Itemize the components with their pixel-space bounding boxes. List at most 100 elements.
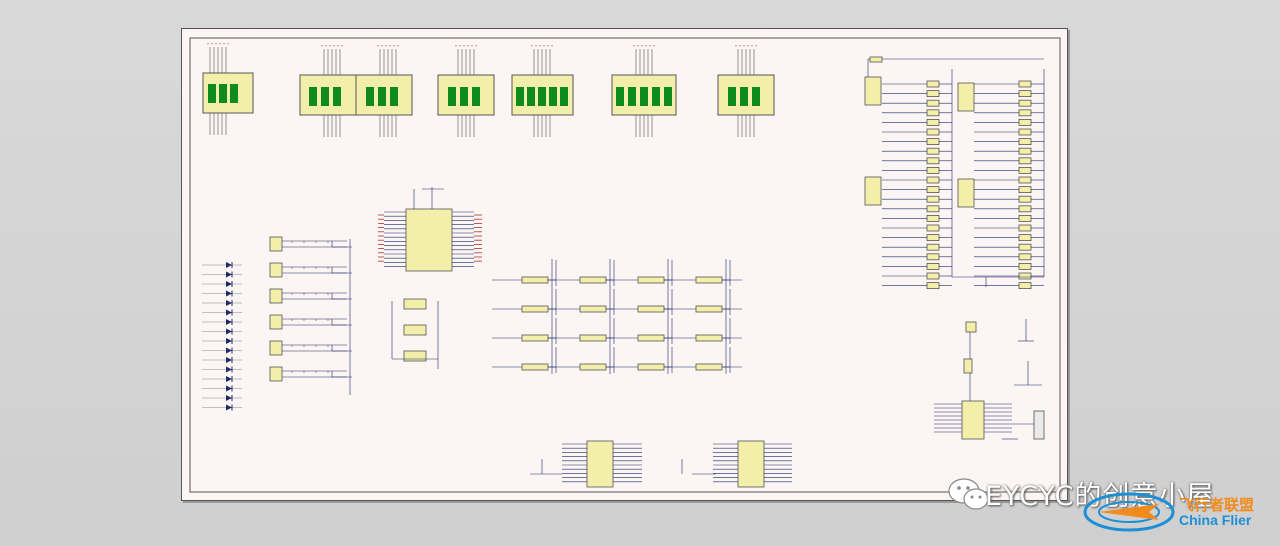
- diode-symbol: [226, 357, 232, 363]
- resistor: [926, 272, 940, 280]
- resistor: [1018, 109, 1032, 117]
- resistor: [1018, 90, 1032, 97]
- schematic-drawing: [189, 37, 1061, 493]
- diode-symbol: [226, 404, 232, 411]
- resistor: [926, 262, 940, 270]
- seven-segment-displays: [202, 72, 775, 116]
- resistor: [1018, 147, 1032, 155]
- diode-symbol: [226, 309, 232, 316]
- resistor: [1018, 224, 1032, 232]
- diode-symbol: [226, 376, 232, 382]
- display-6: [717, 74, 775, 116]
- resistor: [1018, 119, 1032, 126]
- diode-symbol: [226, 385, 232, 392]
- db9-connector: [1033, 410, 1045, 440]
- resistor: [1018, 157, 1032, 165]
- header-connector: [957, 82, 975, 112]
- diode-symbol: [226, 300, 232, 306]
- resistor: [926, 243, 940, 251]
- resistor: [1018, 243, 1032, 251]
- display-1: [202, 72, 254, 114]
- resistor: [926, 99, 940, 107]
- resistor: [926, 176, 940, 184]
- resistor: [926, 205, 940, 213]
- resistor: [1018, 99, 1032, 107]
- crystal: [403, 298, 427, 310]
- diode-symbol: [226, 347, 232, 354]
- resistor: [579, 363, 607, 371]
- watermark: EYCYC的创意小屋 飞行者联盟 China Flier: [935, 470, 1280, 546]
- resistor: [926, 253, 940, 261]
- diode-symbol: [226, 338, 232, 344]
- diode-symbol: [226, 262, 232, 268]
- resistor: [926, 128, 940, 136]
- resistor: [1018, 138, 1032, 145]
- header-connector: [864, 76, 882, 106]
- resistor: [637, 334, 665, 342]
- diode-symbol: [226, 271, 232, 278]
- resistor: [637, 363, 665, 371]
- resistor: [1018, 80, 1032, 88]
- header-connector: [957, 178, 975, 208]
- resistor: [1018, 166, 1032, 174]
- connector: [269, 288, 283, 304]
- resistor: [926, 282, 940, 290]
- bottom-ic-2: [737, 440, 765, 488]
- resistor: [926, 90, 940, 97]
- resistor: [1018, 186, 1032, 194]
- diode-symbol: [226, 328, 232, 335]
- connector: [269, 314, 283, 330]
- resistor: [926, 224, 940, 232]
- diode-symbol: [226, 290, 232, 297]
- resistor: [926, 186, 940, 194]
- microcontroller-chip: [405, 208, 453, 272]
- resistor: [926, 195, 940, 203]
- resistor: [695, 305, 723, 313]
- resistor: [926, 214, 940, 222]
- resistor: [1018, 195, 1032, 203]
- bottom-ic-1: [586, 440, 614, 488]
- diode-symbol: [226, 319, 232, 325]
- diode-symbol: [226, 395, 232, 401]
- resistor: [1018, 214, 1032, 222]
- resistor: [637, 305, 665, 313]
- resistor: [579, 276, 607, 284]
- resistor: [926, 166, 940, 174]
- resistor: [1018, 253, 1032, 261]
- resistor: [695, 363, 723, 371]
- schematic-sheet[interactable]: [181, 28, 1068, 501]
- watermark-account-name: EYCYC的创意小屋: [985, 481, 1215, 512]
- resistor: [963, 358, 973, 374]
- display-2: [299, 74, 413, 116]
- resistor: [926, 234, 940, 242]
- schematic-wiring: [202, 43, 1045, 488]
- resistor: [1018, 128, 1032, 136]
- capacitor: [403, 350, 427, 362]
- power-led: [965, 321, 977, 333]
- resistor: [1018, 262, 1032, 270]
- resistor: [1018, 205, 1032, 213]
- sheet-inner-border: [189, 37, 1061, 493]
- resistor: [1018, 234, 1032, 242]
- capacitor: [403, 324, 427, 336]
- display-4: [511, 74, 574, 116]
- resistor: [926, 138, 940, 145]
- connector: [269, 262, 283, 278]
- resistor: [579, 305, 607, 313]
- resistor: [926, 157, 940, 165]
- header-connector: [864, 176, 882, 206]
- diode-symbol: [226, 366, 232, 373]
- resistor: [521, 363, 549, 371]
- resistor: [695, 334, 723, 342]
- diode-symbol: [226, 281, 232, 287]
- resistor: [926, 80, 940, 88]
- resistor: [521, 334, 549, 342]
- resistor: [926, 109, 940, 117]
- resistor: [521, 305, 549, 313]
- display-5: [611, 74, 677, 116]
- connector: [269, 236, 283, 252]
- resistor: [1018, 176, 1032, 184]
- resistor: [695, 276, 723, 284]
- resistor: [926, 119, 940, 126]
